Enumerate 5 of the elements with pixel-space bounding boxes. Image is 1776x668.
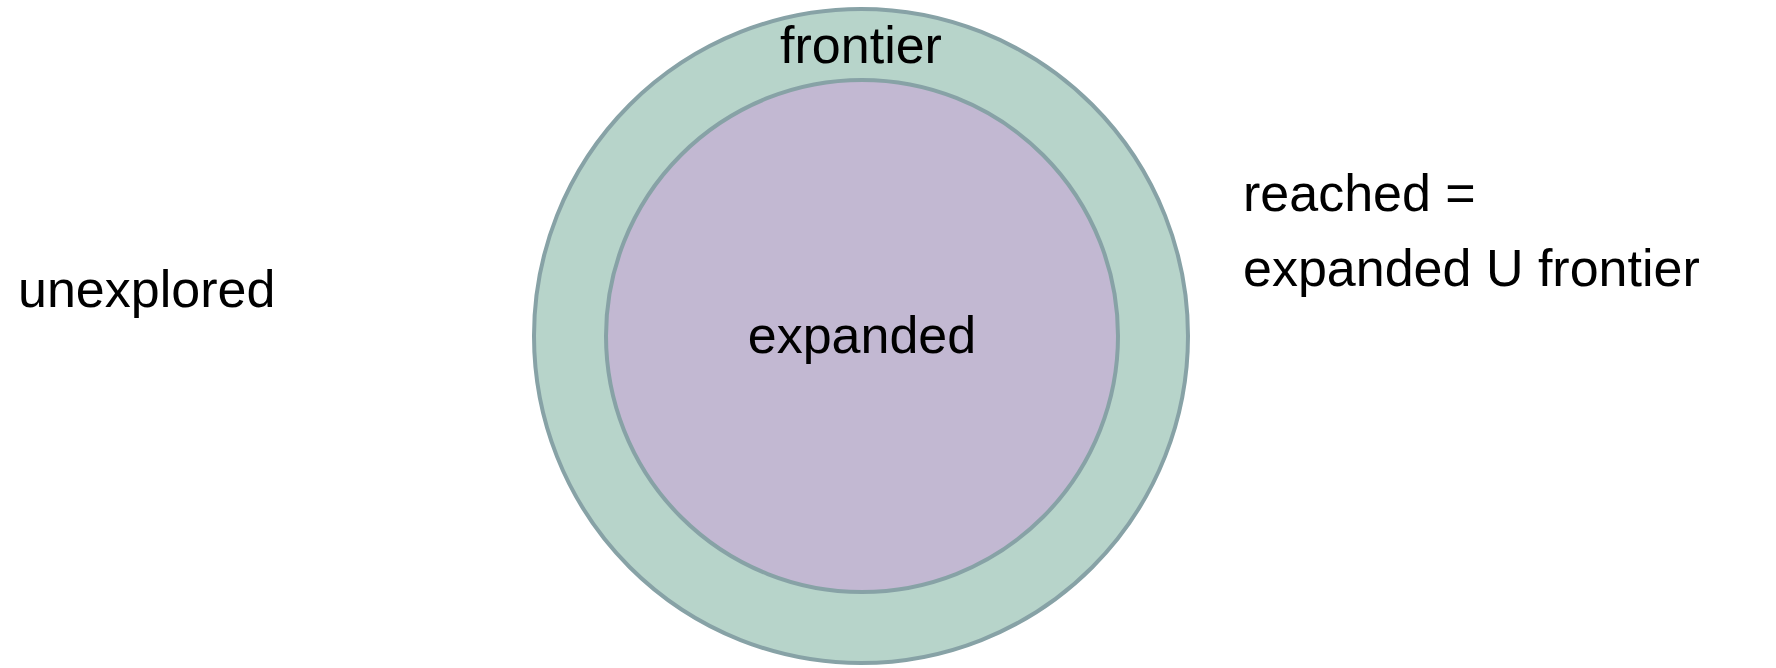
circle-label: expanded: [747, 307, 977, 365]
region-label: reached = expanded U frontier: [1243, 163, 1701, 300]
region-label: unexplored: [18, 259, 276, 321]
inner-circle: [604, 78, 1120, 594]
circle-label: frontier: [780, 17, 942, 75]
